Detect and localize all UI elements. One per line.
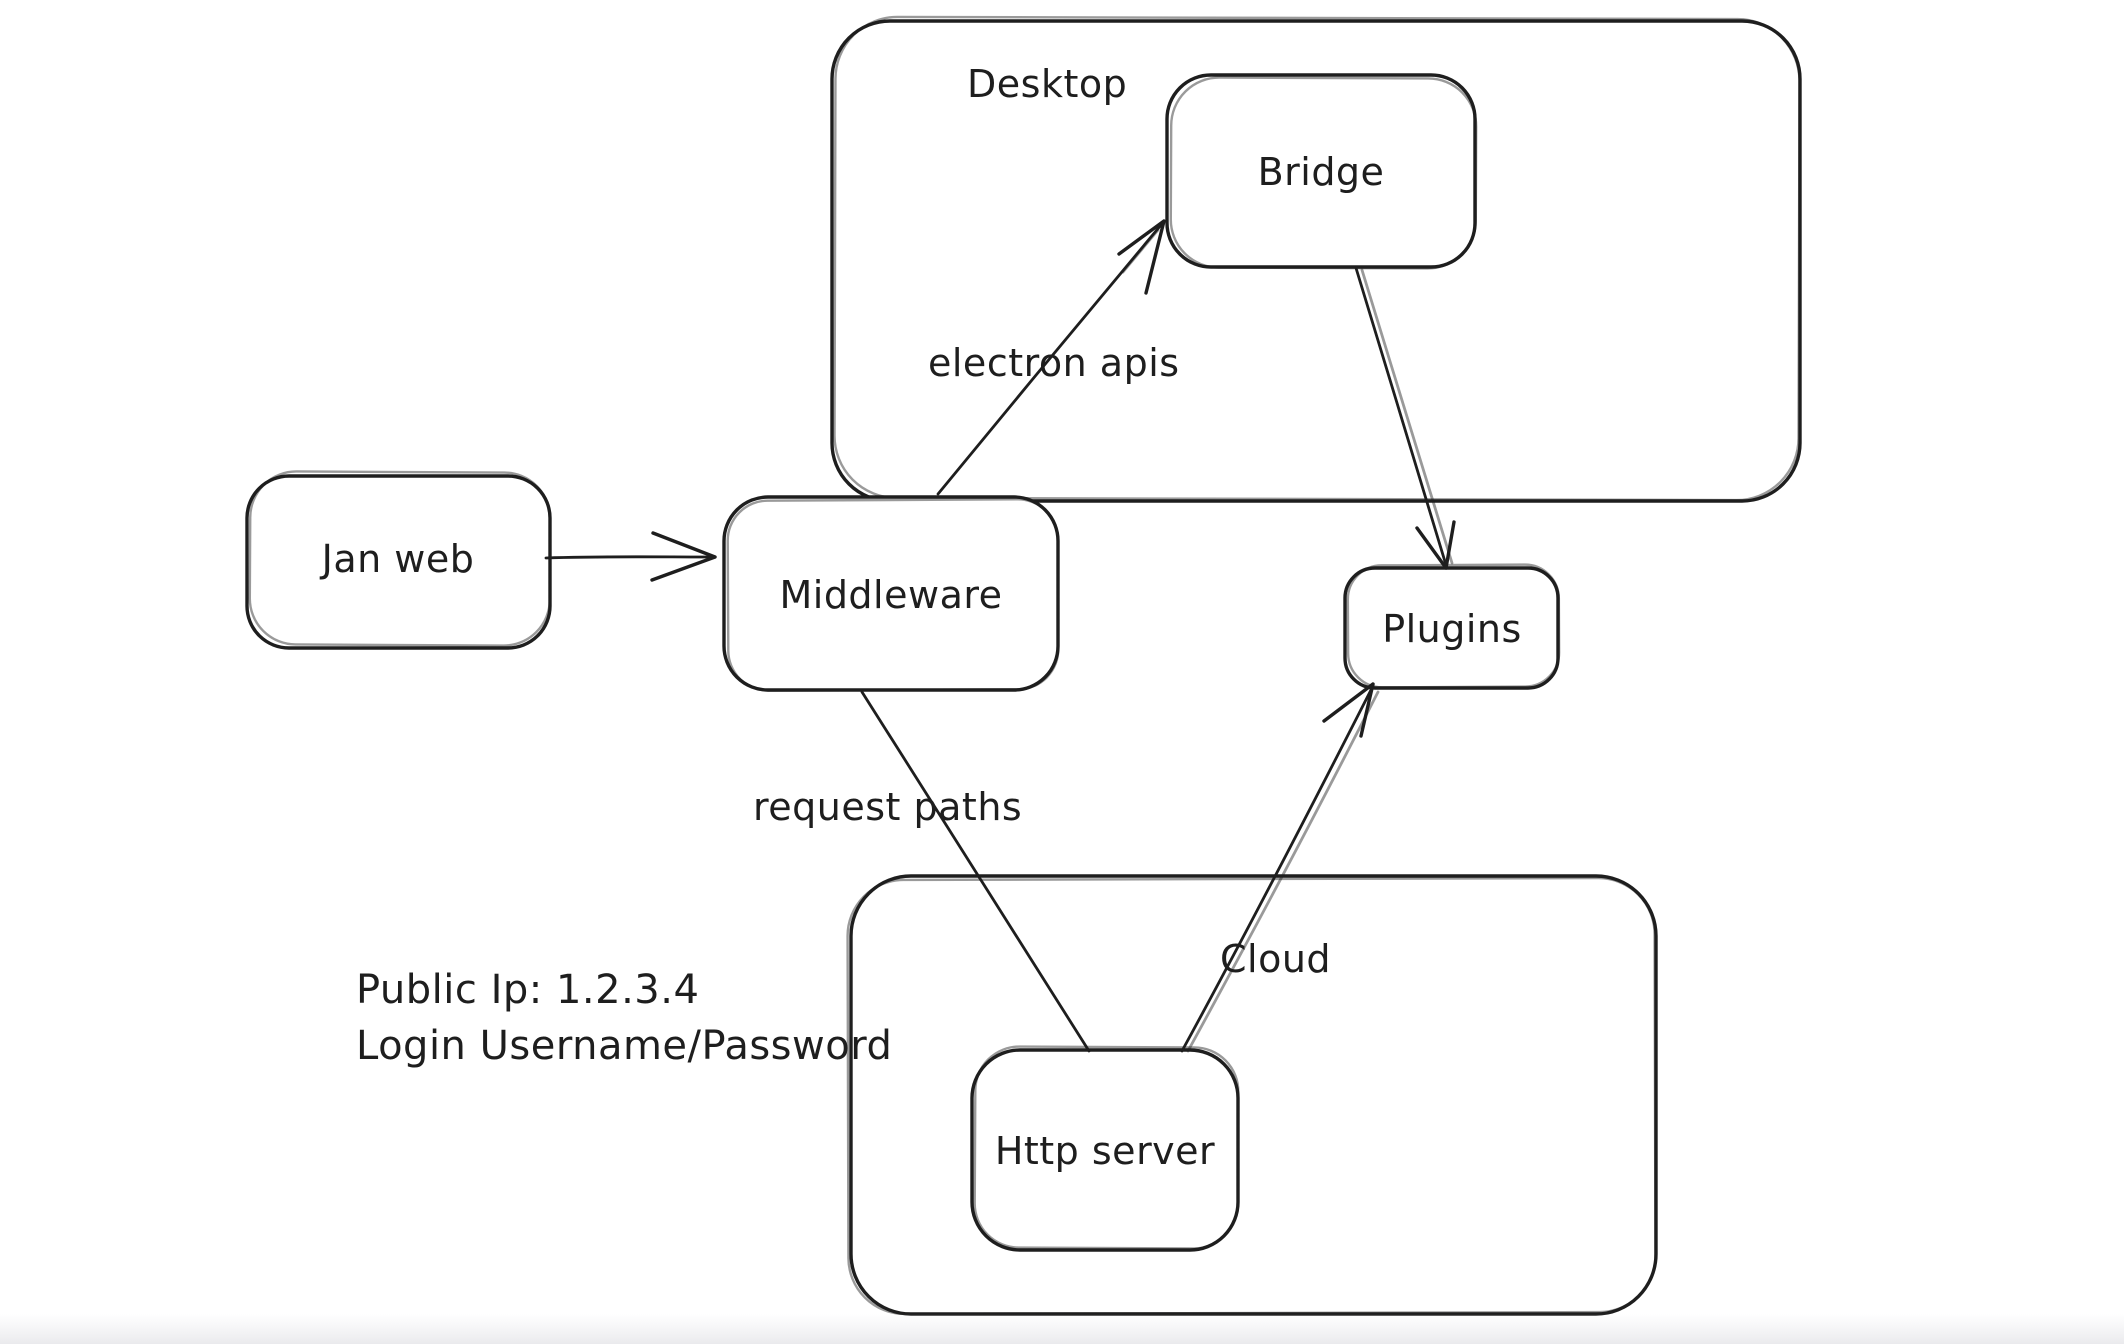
middleware-label: Middleware [779, 573, 1002, 617]
middleware-box-sketch [726, 498, 1060, 692]
plugins-box [1343, 566, 1560, 690]
arrowhead-up-right-icon [1322, 682, 1375, 738]
node-bridge [1165, 73, 1478, 270]
edge-line [1354, 266, 1448, 567]
jan-web-label: Jan web [320, 537, 475, 581]
cloud-container-outline-sketch [846, 876, 1657, 1316]
bridge-label: Bridge [1258, 150, 1385, 194]
http-server-box [970, 1048, 1240, 1252]
node-plugins [1343, 563, 1561, 690]
container-desktop [830, 15, 1802, 503]
jan-web-box-sketch [248, 470, 552, 647]
note-login: Login Username/Password [356, 1023, 892, 1069]
edge-line-sketch [1360, 268, 1454, 565]
edge-jan-web-to-middleware [544, 531, 717, 582]
edge-line [936, 223, 1163, 496]
bridge-box [1165, 73, 1477, 269]
desktop-container-outline [830, 19, 1802, 503]
http-server-label: Http server [995, 1129, 1215, 1173]
arrowhead-right-icon [650, 531, 717, 582]
desktop-container-label: Desktop [967, 62, 1127, 106]
edge-line [860, 690, 1091, 1053]
edge-middleware-to-http-server [860, 690, 1091, 1053]
edge-line-sketch [1186, 690, 1380, 1053]
node-middleware [722, 495, 1060, 692]
bridge-box-sketch [1169, 76, 1478, 270]
desktop-container-outline-sketch [833, 15, 1801, 502]
node-jan-web [245, 470, 552, 650]
arrowhead-up-right-icon [1117, 219, 1166, 295]
edge-line [1180, 684, 1375, 1053]
cloud-container-label: Cloud [1220, 937, 1331, 981]
middleware-box [722, 495, 1060, 692]
plugins-label: Plugins [1382, 607, 1522, 651]
edge-line [544, 555, 714, 560]
jan-web-box [245, 474, 552, 650]
edge-label-request-paths: request paths [753, 785, 1022, 829]
edge-line-sketch [1121, 228, 1160, 274]
note-public-ip: Public Ip: 1.2.3.4 [356, 967, 699, 1013]
edge-label-electron-apis: electron apis [928, 341, 1180, 385]
http-server-box-sketch [973, 1045, 1240, 1250]
plugins-box-sketch [1346, 563, 1561, 689]
edge-bridge-to-plugins [1354, 266, 1456, 570]
edge-middleware-to-bridge [936, 219, 1166, 496]
arrowhead-down-icon [1415, 520, 1456, 570]
node-http-server [970, 1045, 1240, 1252]
edge-http-server-to-plugins [1180, 682, 1380, 1053]
